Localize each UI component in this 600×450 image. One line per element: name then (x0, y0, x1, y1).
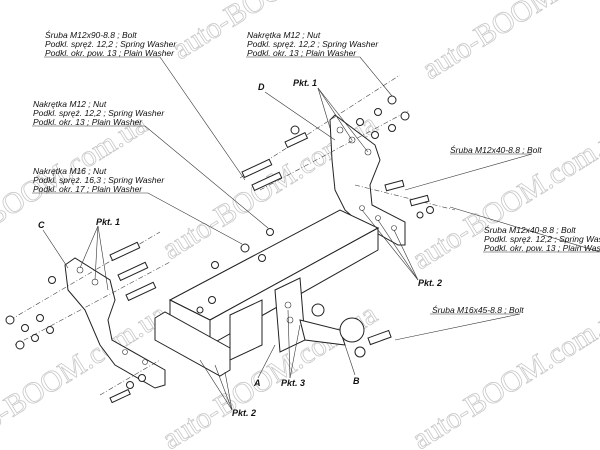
callout-nut-m12-left: Nakrętka M12 ; Nut Podkl. spręż. 12,2 ; … (33, 99, 165, 127)
callout-nut-m16: Nakrętka M16 ; Nut Podkl. spręż. 16,3 ; … (33, 166, 165, 194)
callout-line: Podkl. okr. pow. 13 ; Plain Washer (45, 48, 175, 58)
callout-line: Podkl. spręż. 12,2 ; Spring Washer (247, 39, 379, 49)
part-letter-d: D (258, 82, 265, 92)
callout-bolt-m12x90: Śruba M12x90-8.8 ; Bolt Podkl. spręż. 12… (45, 29, 177, 58)
callout-line: Nakrętka M12 ; Nut (247, 30, 321, 40)
callout-line: Śruba M12x40-8.8 ; Bolt (484, 224, 576, 235)
callout-line: Nakrętka M12 ; Nut (33, 99, 107, 109)
point-label-pkt1: Pkt. 1 (293, 78, 317, 88)
point-label-pkt3: Pkt. 3 (281, 378, 305, 388)
point-label-pkt1: Pkt. 1 (96, 217, 120, 227)
callout-nut-m12-top: Nakrętka M12 ; Nut Podkl. spręż. 12,2 ; … (247, 30, 379, 58)
callout-line: Podkl. spręż. 12,2 ; Spring Washer (45, 39, 177, 49)
part-letter-b: B (353, 376, 360, 386)
part-letter-c: C (38, 220, 45, 230)
callout-bolt-m16x45: Śruba M16x45-8.8 ; Bolt (432, 304, 524, 315)
watermark: auto-BOOM.com.ua (406, 297, 600, 450)
part-letter-a: A (253, 378, 261, 388)
point-label-pkt2: Pkt. 2 (232, 408, 256, 418)
callout-line: Podkl. okr. 13 ; Plain Washer (247, 48, 357, 58)
callout-line: Podkl. okr. 13 ; Plain Washer (33, 117, 143, 127)
callout-line: Śruba M12x90-8.8 ; Bolt (45, 29, 137, 40)
callout-line: Podkl. spręż. 12,2 ; Spring Washer (33, 108, 165, 118)
tow-ball (299, 317, 366, 358)
fasteners (5, 74, 456, 404)
crossbar (154, 209, 380, 377)
callout-line: Nakrętka M16 ; Nut (33, 166, 107, 176)
callout-bolt-m12x40: Śruba M12x40-8.8 ; Bolt (450, 144, 542, 155)
callout-line: Podkl. okr. pow. 13 ; Plain Washer (484, 243, 600, 253)
callout-line: Śruba M16x45-8.8 ; Bolt (432, 304, 524, 315)
leader-lines (32, 56, 600, 411)
callout-line: Podkl. okr. 17 ; Plain Washer (33, 184, 143, 194)
watermark: auto-BOOM.com.ua (416, 0, 600, 86)
callout-line: Śruba M12x40-8.8 ; Bolt (450, 144, 542, 155)
point-label-pkt2: Pkt. 2 (418, 278, 442, 288)
bracket-d (329, 114, 406, 246)
callout-bolt-m12x40-washers: Śruba M12x40-8.8 ; Bolt Podkl. spręż. 12… (484, 224, 600, 253)
callout-line: Podkl. spręż. 12,2 ; Spring Washer (484, 234, 600, 244)
callout-line: Podkl. spręż. 16,3 ; Spring Washer (33, 175, 165, 185)
